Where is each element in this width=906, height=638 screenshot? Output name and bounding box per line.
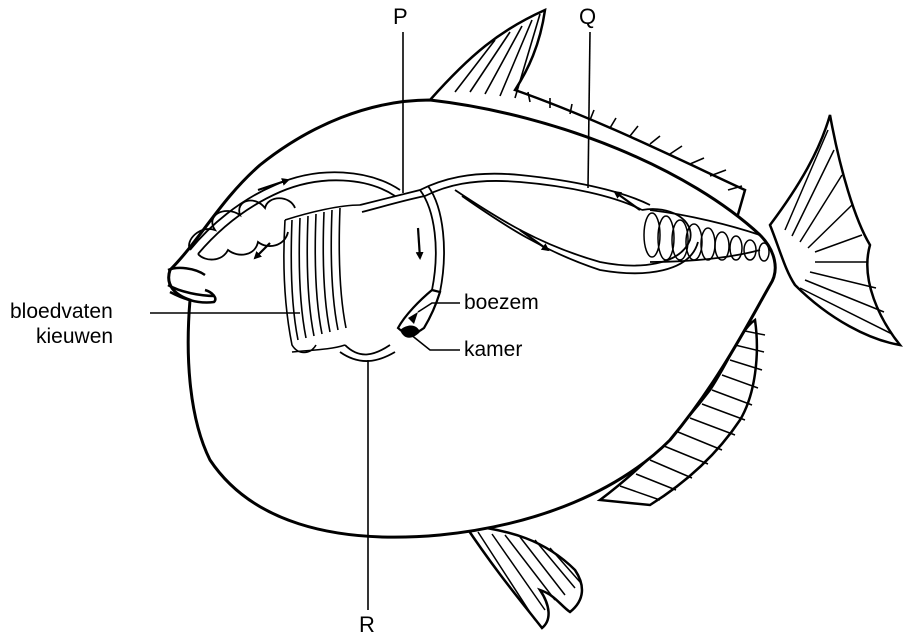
label-atrium: boezem: [464, 292, 539, 313]
label-r: R: [359, 614, 375, 636]
label-p: P: [393, 6, 408, 28]
label-ventricle: kamer: [464, 339, 522, 360]
label-gills-line2: kieuwen: [36, 326, 113, 347]
tail-fin: [770, 115, 900, 345]
label-gills-line1: bloedvaten: [10, 301, 113, 322]
pelvic-fin: [465, 525, 582, 628]
label-q: Q: [579, 6, 596, 28]
